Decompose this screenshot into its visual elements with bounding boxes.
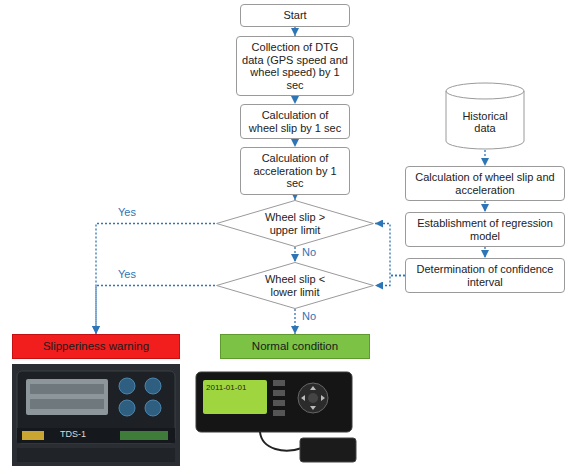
flow-arrow bbox=[484, 150, 485, 166]
flow-arrow bbox=[96, 286, 215, 335]
flow-arrow bbox=[294, 96, 295, 104]
screen-date-text: 2011-01-01 bbox=[206, 383, 246, 392]
flow-arrow bbox=[96, 224, 215, 335]
device-screen bbox=[203, 380, 267, 414]
flow-arrow bbox=[294, 139, 295, 147]
device-body bbox=[196, 372, 352, 432]
device-button bbox=[273, 380, 285, 386]
device-button bbox=[145, 378, 161, 394]
flow-arrow bbox=[484, 247, 485, 258]
edge-label: No bbox=[300, 310, 318, 323]
edge-label: No bbox=[300, 246, 318, 259]
warning-box: Slipperiness warning bbox=[12, 334, 180, 359]
node-text: Wheel slip < lower limit bbox=[252, 273, 338, 298]
device-base bbox=[17, 448, 175, 462]
node-text: Establishment of regression model bbox=[411, 217, 559, 242]
brand-mark bbox=[120, 431, 168, 440]
device-screen bbox=[26, 379, 108, 415]
normal-box: Normal condition bbox=[220, 334, 370, 359]
device-button bbox=[273, 400, 285, 406]
screen-row bbox=[30, 399, 104, 409]
flow-arrow bbox=[294, 195, 295, 201]
node-text: Determination of confidence interval bbox=[411, 263, 559, 288]
device-model-text: TDS-1 bbox=[60, 429, 86, 439]
node-text: Calculation of wheel slip and accelerati… bbox=[411, 171, 559, 196]
node-text: Wheel slip > upper limit bbox=[252, 211, 338, 236]
node-text: Start bbox=[246, 9, 344, 22]
flow-arrow bbox=[294, 27, 295, 37]
right-device-photo bbox=[190, 366, 362, 466]
device-dpad-center bbox=[308, 393, 318, 403]
node-text: Collection of DTG data (GPS speed and wh… bbox=[242, 41, 348, 91]
device-button bbox=[119, 400, 135, 416]
device-button bbox=[145, 400, 161, 416]
screen-row bbox=[30, 384, 104, 394]
flow-arrow bbox=[375, 224, 405, 276]
node-text: Historical data bbox=[454, 110, 516, 135]
photo-ground bbox=[12, 364, 180, 466]
left-device-photo bbox=[12, 364, 180, 466]
device-button bbox=[119, 378, 135, 394]
device-body bbox=[17, 371, 175, 443]
node-text: Normal condition bbox=[226, 340, 364, 353]
photo-ground bbox=[190, 366, 362, 466]
device-button bbox=[273, 390, 285, 396]
process-box: Determination of confidence interval bbox=[405, 258, 565, 293]
edge-label: Yes bbox=[116, 268, 138, 281]
device-strip bbox=[17, 428, 175, 443]
process-box: Establishment of regression model bbox=[405, 212, 565, 247]
device-cable bbox=[260, 432, 302, 451]
gps-sensor bbox=[300, 438, 356, 462]
process-box: Collection of DTG data (GPS speed and wh… bbox=[236, 36, 354, 96]
decision-diamond: Wheel slip > upper limit bbox=[215, 200, 375, 247]
node-text: Calculation of acceleration by 1 sec bbox=[246, 152, 344, 190]
node-text: Slipperiness warning bbox=[18, 340, 174, 353]
device-dpad bbox=[298, 383, 328, 413]
flow-arrow bbox=[294, 247, 295, 262]
process-box: Start bbox=[240, 4, 350, 27]
flow-arrow bbox=[375, 276, 405, 286]
process-box: Calculation of acceleration by 1 sec bbox=[240, 147, 350, 195]
flow-arrow bbox=[294, 309, 295, 334]
dpad-arrows bbox=[301, 386, 325, 410]
edge-label: Yes bbox=[116, 206, 138, 219]
process-box: Calculation of wheel slip and accelerati… bbox=[405, 166, 565, 201]
device-button bbox=[273, 410, 285, 416]
process-box: Calculation of wheel slip by 1 sec bbox=[240, 104, 350, 139]
node-text: Calculation of wheel slip by 1 sec bbox=[246, 109, 344, 134]
brand-mark bbox=[22, 431, 44, 440]
flow-arrow bbox=[484, 201, 485, 212]
decision-diamond: Wheel slip < lower limit bbox=[215, 262, 375, 309]
database-cylinder: Historical data bbox=[445, 82, 525, 150]
